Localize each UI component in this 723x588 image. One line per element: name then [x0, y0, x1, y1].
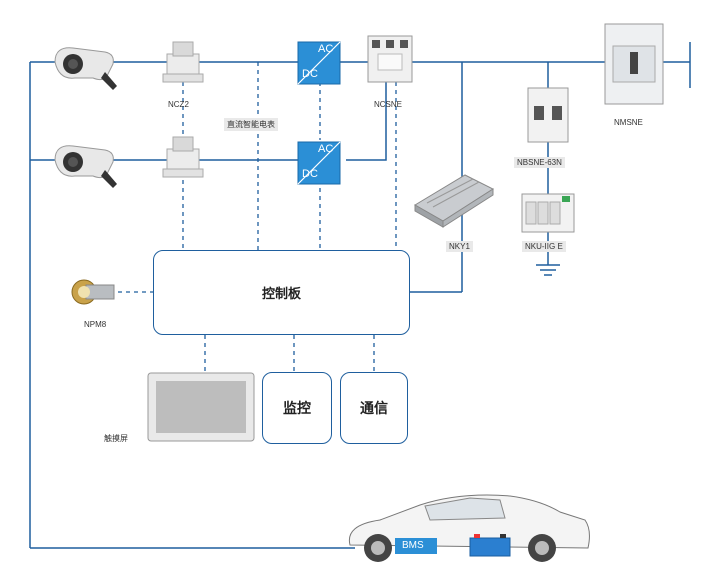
miniature-breaker-icon: [527, 87, 569, 143]
nku-label: NKU-IIG E: [522, 241, 566, 252]
charging-gun-icon: [54, 47, 117, 90]
molded-case-breaker-icon: [604, 23, 664, 105]
converter-ac-label: AC: [318, 43, 334, 55]
monitor-label: 监控: [283, 401, 311, 417]
surge-protector-icon: [521, 193, 575, 233]
touch-screen-label: 触摸屏: [104, 434, 128, 443]
npm8-label: NPM8: [84, 320, 107, 329]
dc-meter-label: 直流智能电表: [224, 118, 278, 131]
contactor-icon: [367, 35, 413, 83]
bms-badge: [395, 538, 437, 554]
nky1-label: NKY1: [446, 241, 473, 252]
monitor-box: 监控: [262, 372, 332, 444]
control-board-box: 控制板: [153, 250, 410, 335]
converter-ac-label: AC: [318, 143, 334, 155]
fuse-icon: [162, 41, 204, 83]
touch-screen-icon: [147, 372, 255, 442]
nmsne-label: NMSNE: [614, 118, 643, 127]
charging-gun-icon: [54, 145, 117, 188]
electric-car-icon: [348, 494, 590, 562]
bms-label: BMS: [402, 540, 424, 551]
power-supply-icon: [414, 174, 495, 228]
dashed-wiring: [118, 62, 397, 372]
comm-label: 通信: [360, 401, 388, 417]
converter-dc-label: DC: [302, 168, 318, 180]
comm-box: 通信: [340, 372, 408, 444]
ac-dc-converter-icon: [297, 141, 341, 185]
ncsne-label: NCSNE: [374, 100, 403, 109]
ac-dc-converter-icon: [297, 41, 341, 85]
fuse-icon: [162, 136, 204, 178]
ncz2-label: NCZ2: [168, 100, 189, 109]
converter-dc-label: DC: [302, 68, 318, 80]
indicator-light-icon: [71, 279, 115, 305]
control-board-label: 控制板: [261, 287, 301, 302]
nbsne-label: NBSNE-63N: [514, 157, 565, 168]
